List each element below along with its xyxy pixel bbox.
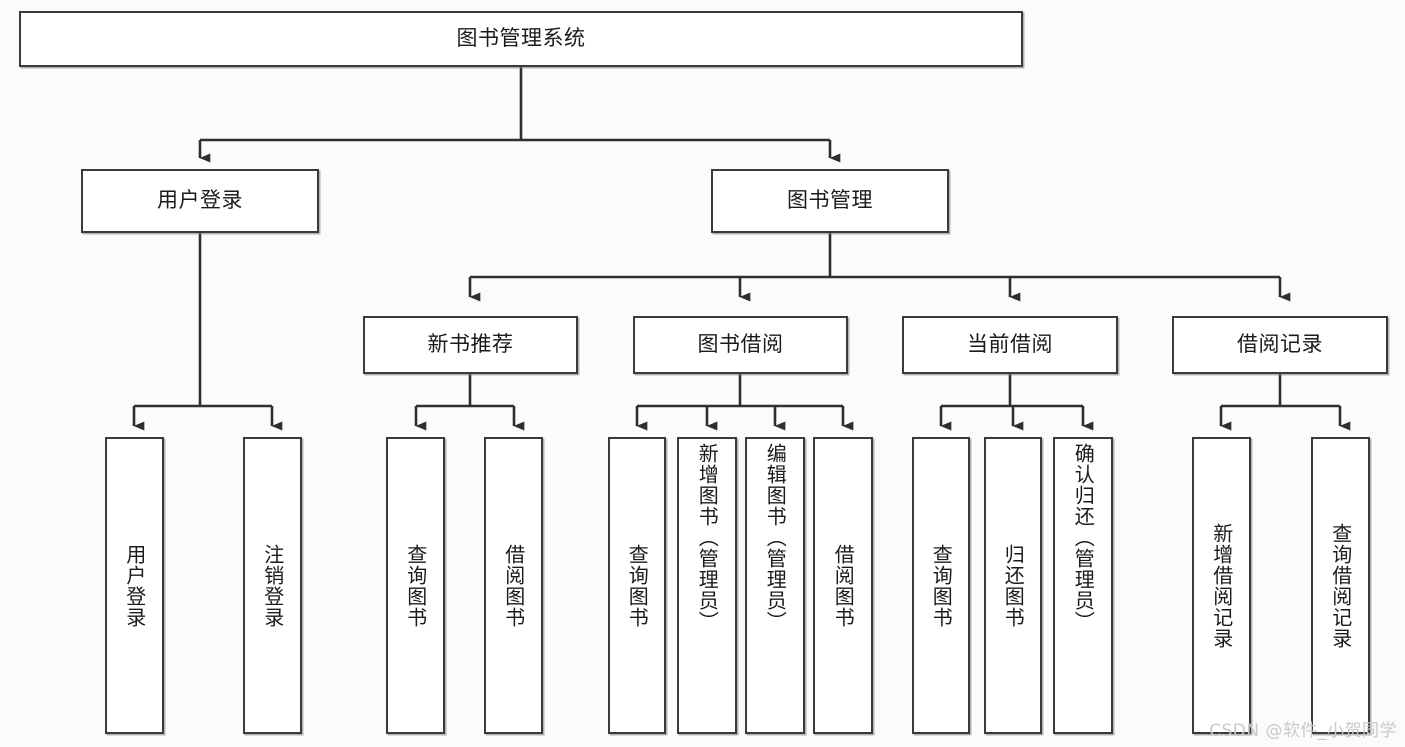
node-book-borrow[interactable]: 图书借阅 — [633, 316, 848, 374]
leaf-record-add[interactable]: 新增借阅记录 — [1192, 437, 1251, 734]
leaf-current-confirm-return[interactable]: 确认归还（管理员） — [1053, 437, 1113, 734]
node-new-book-recommend-label: 新书推荐 — [427, 332, 514, 357]
leaf-current-query-book-label: 查询图书 — [929, 543, 954, 628]
leaf-borrow-edit-book[interactable]: 编辑图书（管理员） — [745, 437, 805, 734]
leaf-user-login-label: 用户登录 — [122, 543, 147, 628]
leaf-recommend-borrow-book[interactable]: 借阅图书 — [484, 437, 543, 734]
leaf-borrow-borrow-book[interactable]: 借阅图书 — [813, 437, 873, 734]
node-current-borrow-label: 当前借阅 — [967, 332, 1053, 357]
leaf-borrow-query-book-label: 查询图书 — [625, 543, 650, 628]
node-borrow-record-label: 借阅记录 — [1237, 332, 1323, 357]
node-book-borrow-label: 图书借阅 — [697, 332, 784, 357]
leaf-recommend-borrow-book-label: 借阅图书 — [501, 543, 526, 628]
leaf-borrow-borrow-book-label: 借阅图书 — [831, 543, 856, 628]
node-book-management[interactable]: 图书管理 — [711, 169, 949, 233]
node-borrow-record[interactable]: 借阅记录 — [1172, 316, 1388, 374]
node-current-borrow[interactable]: 当前借阅 — [902, 316, 1118, 374]
leaf-record-query-label: 查询借阅记录 — [1328, 522, 1353, 649]
leaf-user-login[interactable]: 用户登录 — [105, 437, 164, 734]
leaf-current-query-book[interactable]: 查询图书 — [912, 437, 970, 734]
node-user-login[interactable]: 用户登录 — [81, 169, 319, 233]
node-user-login-label: 用户登录 — [157, 188, 243, 213]
leaf-record-query[interactable]: 查询借阅记录 — [1311, 437, 1370, 734]
leaf-borrow-query-book[interactable]: 查询图书 — [608, 437, 666, 734]
leaf-borrow-edit-book-label: 编辑图书（管理员） — [763, 443, 788, 632]
leaf-borrow-add-book[interactable]: 新增图书（管理员） — [677, 437, 737, 734]
leaf-user-logout-label: 注销登录 — [260, 543, 285, 628]
leaf-recommend-query-book[interactable]: 查询图书 — [386, 437, 445, 734]
leaf-current-return-book-label: 归还图书 — [1001, 543, 1026, 628]
node-book-management-label: 图书管理 — [787, 188, 873, 213]
leaf-current-return-book[interactable]: 归还图书 — [984, 437, 1042, 734]
leaf-current-confirm-return-label: 确认归还（管理员） — [1071, 443, 1096, 632]
leaf-borrow-add-book-label: 新增图书（管理员） — [695, 443, 720, 632]
leaf-record-add-label: 新增借阅记录 — [1209, 522, 1234, 649]
node-root[interactable]: 图书管理系统 — [19, 11, 1023, 67]
watermark: CSDN @软件_小贺同学 — [1209, 721, 1397, 741]
node-root-label: 图书管理系统 — [456, 26, 586, 51]
leaf-user-logout[interactable]: 注销登录 — [243, 437, 302, 734]
leaf-recommend-query-book-label: 查询图书 — [403, 543, 428, 628]
node-new-book-recommend[interactable]: 新书推荐 — [363, 316, 578, 374]
